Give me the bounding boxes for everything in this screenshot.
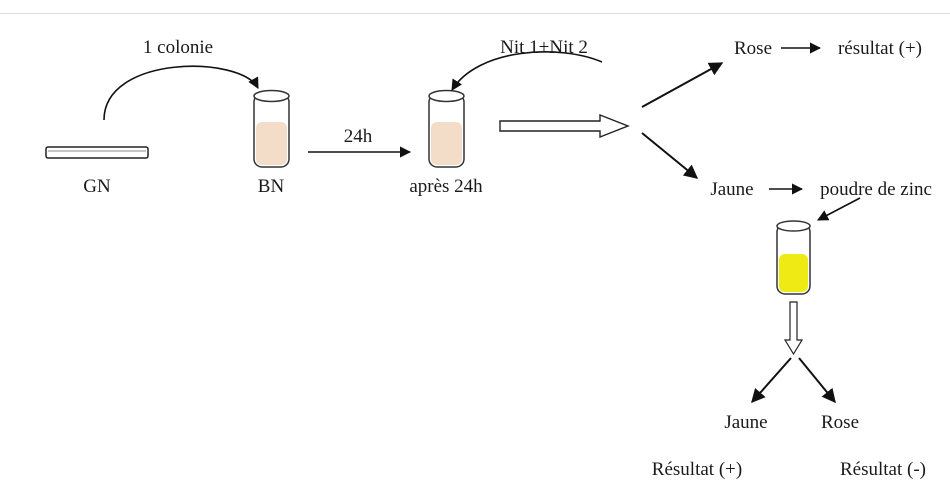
colony-transfer-arrow bbox=[103, 65, 259, 121]
reading-block-arrow bbox=[499, 113, 630, 139]
label-rose-top: Rose bbox=[734, 38, 772, 59]
branch-arrow-rose bbox=[641, 62, 724, 108]
tube-zinc-liquid bbox=[779, 254, 808, 292]
label-jaune-mid: Jaune bbox=[710, 179, 753, 200]
label-result-pos-bottom: Résultat (+) bbox=[652, 459, 742, 480]
tube-after-24h bbox=[428, 89, 465, 168]
final-arrow-jaune bbox=[751, 357, 792, 404]
reagent-addition-arrow bbox=[451, 51, 603, 91]
label-result-pos-top: résultat (+) bbox=[838, 38, 922, 59]
zinc-addition-arrow bbox=[817, 197, 861, 221]
label-one-colony: 1 colonie bbox=[143, 37, 213, 58]
tube-zinc bbox=[776, 220, 811, 295]
branch-arrow-jaune bbox=[641, 132, 699, 179]
label-rose-bottom: Rose bbox=[821, 412, 859, 433]
tube-after-broth bbox=[431, 122, 462, 165]
label-after-24h: après 24h bbox=[409, 176, 483, 197]
zinc-reading-arrow bbox=[783, 301, 804, 356]
tube-bn bbox=[253, 89, 290, 168]
final-arrow-rose bbox=[798, 357, 836, 404]
label-gn: GN bbox=[83, 176, 111, 197]
label-result-neg-bottom: Résultat (-) bbox=[840, 459, 926, 480]
tube-bn-broth bbox=[256, 122, 287, 165]
label-24h: 24h bbox=[344, 126, 373, 147]
petri-dish-gn bbox=[45, 146, 149, 159]
top-divider bbox=[0, 13, 950, 14]
label-bn: BN bbox=[258, 176, 285, 197]
label-zinc-powder: poudre de zinc bbox=[820, 179, 932, 200]
label-reagents: Nit 1+Nit 2 bbox=[500, 37, 588, 58]
label-jaune-bottom: Jaune bbox=[724, 412, 767, 433]
